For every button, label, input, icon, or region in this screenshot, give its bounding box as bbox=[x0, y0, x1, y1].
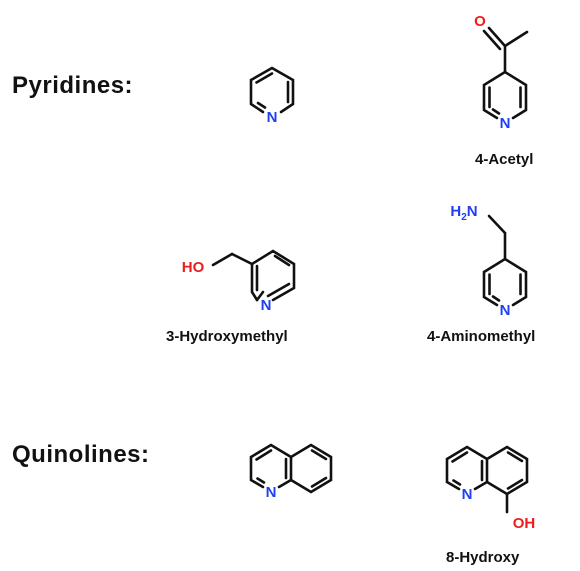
nitrogen-label: N bbox=[266, 484, 277, 501]
section-heading-pyridines: Pyridines: bbox=[12, 72, 134, 99]
caption-4-acetyl: 4-Acetyl bbox=[475, 151, 534, 168]
quinoline-structure: N bbox=[249, 443, 333, 501]
nitrogen-label: N bbox=[500, 302, 511, 319]
nitrogen-label: N bbox=[267, 109, 278, 126]
hydroxymethyl-pyridine-structure: HO N bbox=[182, 249, 296, 314]
oxygen-label: O bbox=[474, 13, 486, 30]
caption-3-hydroxymethyl: 3-Hydroxymethyl bbox=[166, 328, 288, 345]
caption-4-aminomethyl: 4-Aminomethyl bbox=[427, 328, 536, 345]
hydroxyl-label: OH bbox=[513, 515, 536, 532]
pyridine-structure: N bbox=[249, 66, 295, 126]
section-heading-quinolines: Quinolines: bbox=[12, 441, 150, 468]
amine-label: H2N bbox=[450, 203, 477, 223]
acetyl-pyridine-structure: O N bbox=[474, 13, 529, 132]
nitrogen-label: N bbox=[500, 115, 511, 132]
nitrogen-label: N bbox=[462, 486, 473, 503]
hydroxy-quinoline-structure: OH N bbox=[445, 445, 536, 532]
hydroxyl-label: HO bbox=[182, 259, 205, 276]
aminomethyl-pyridine-structure: H2N N bbox=[450, 203, 528, 319]
caption-8-hydroxy: 8-Hydroxy bbox=[446, 549, 520, 566]
nitrogen-label: N bbox=[261, 297, 272, 314]
